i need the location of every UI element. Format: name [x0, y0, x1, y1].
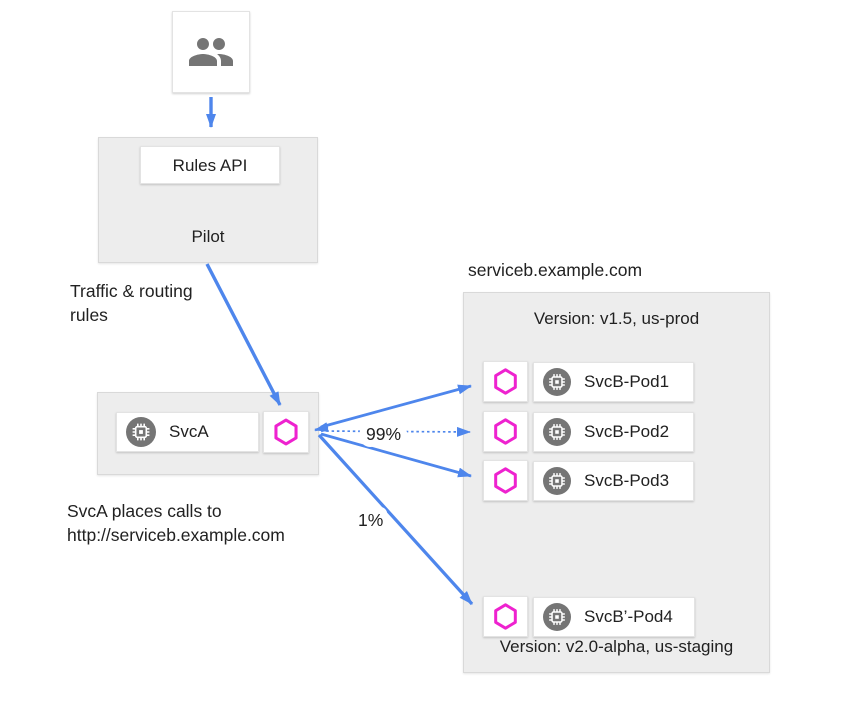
svca-label: SvcA	[169, 422, 209, 441]
operators-node	[172, 11, 250, 93]
svca-sidecar-node	[263, 411, 309, 453]
pod3-label: SvcB-Pod3	[584, 471, 670, 490]
prod-version-label: Version: v1.5, us-prod	[533, 309, 700, 328]
traffic-rules-note-line1: Traffic & routing	[70, 281, 193, 301]
svca-calls-note: SvcA places calls to http://serviceb.exa…	[67, 499, 285, 547]
pod2-label: SvcB-Pod2	[584, 422, 670, 441]
envoy-hexagon-icon	[494, 368, 517, 395]
serviceb-title: serviceb.example.com	[468, 260, 643, 280]
weight-99-label: 99%	[366, 424, 401, 444]
rules-api-label: Rules API	[172, 155, 248, 175]
weight-1-label: 1%	[358, 510, 383, 530]
rules-api-node: Rules API	[140, 146, 280, 184]
pod1-node: SvcB-Pod1	[533, 362, 694, 402]
envoy-hexagon-icon	[494, 603, 517, 630]
pilot-node: Rules API Pilot	[98, 137, 318, 263]
users-icon	[189, 38, 233, 66]
pod1-sidecar-node	[483, 361, 528, 402]
svca-node: SvcA	[116, 412, 259, 452]
pod3-sidecar-node	[483, 460, 528, 501]
chip-icon	[543, 603, 571, 631]
traffic-rules-note: Traffic & routing rules	[70, 279, 193, 327]
serviceb-group: Version: v1.5, us-prod SvcB-Pod1	[463, 292, 770, 673]
pod1-label: SvcB-Pod1	[584, 372, 670, 391]
pilot-label: Pilot	[191, 227, 225, 246]
traffic-rules-note-line2: rules	[70, 305, 108, 325]
arrow-sidecar-to-pod2	[320, 426, 471, 437]
envoy-hexagon-icon	[494, 467, 517, 494]
arrow-sidecar-to-pod3	[320, 432, 472, 478]
arrow-sidecar-to-pod1	[320, 384, 472, 429]
envoy-hexagon-icon	[274, 418, 298, 446]
arrow-sidecar-to-pod4	[317, 433, 474, 606]
svca-group: SvcA	[97, 392, 319, 475]
pod4-label: SvcB’-Pod4	[584, 607, 673, 626]
svca-calls-note-line2: http://serviceb.example.com	[67, 525, 285, 545]
svca-calls-note-line1: SvcA places calls to	[67, 501, 222, 521]
chip-icon	[543, 368, 571, 396]
envoy-hexagon-icon	[494, 418, 517, 445]
pod3-node: SvcB-Pod3	[533, 461, 694, 501]
pod2-node: SvcB-Pod2	[533, 412, 694, 452]
pod4-node: SvcB’-Pod4	[533, 597, 695, 637]
arrow-pilot-to-sidecar	[205, 263, 282, 406]
staging-version-label: Version: v2.0-alpha, us-staging	[499, 637, 734, 656]
pod2-sidecar-node	[483, 411, 528, 452]
chip-icon	[126, 417, 156, 447]
chip-icon	[543, 418, 571, 446]
chip-icon	[543, 467, 571, 495]
pod4-sidecar-node	[483, 596, 528, 637]
